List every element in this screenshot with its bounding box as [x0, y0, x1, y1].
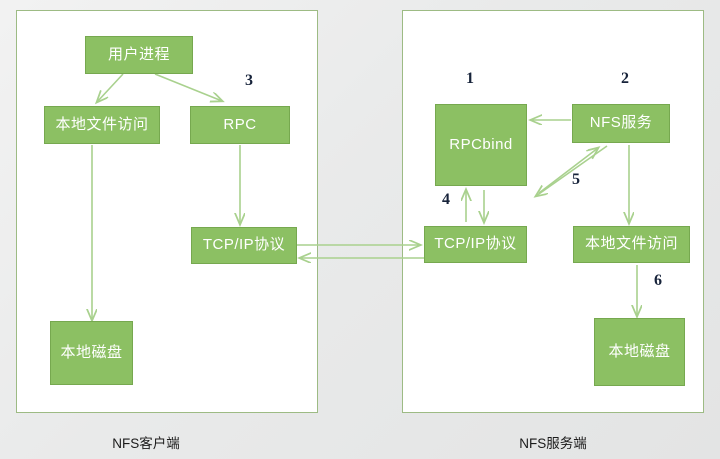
node-local-file-access-server[interactable]: 本地文件访问: [573, 226, 690, 263]
node-nfs-service[interactable]: NFS服务: [572, 104, 670, 143]
step-number-5: 5: [572, 171, 580, 188]
caption-nfs-client: NFS客户端: [112, 436, 180, 451]
node-rpcbind[interactable]: RPCbind: [435, 104, 527, 186]
node-local-disk-client[interactable]: 本地磁盘: [50, 321, 133, 385]
node-tcpip-server[interactable]: TCP/IP协议: [424, 226, 527, 263]
node-local-file-access[interactable]: 本地文件访问: [44, 106, 160, 144]
step-number-2: 2: [621, 70, 629, 87]
step-number-6: 6: [654, 272, 662, 289]
node-user-process[interactable]: 用户进程: [85, 36, 193, 74]
node-rpc[interactable]: RPC: [190, 106, 290, 144]
node-tcpip-client[interactable]: TCP/IP协议: [191, 227, 297, 264]
step-number-1: 1: [466, 70, 474, 87]
node-local-disk-server[interactable]: 本地磁盘: [594, 318, 685, 386]
caption-nfs-server: NFS服务端: [519, 436, 587, 451]
step-number-4: 4: [442, 191, 450, 208]
step-number-3: 3: [245, 72, 253, 89]
